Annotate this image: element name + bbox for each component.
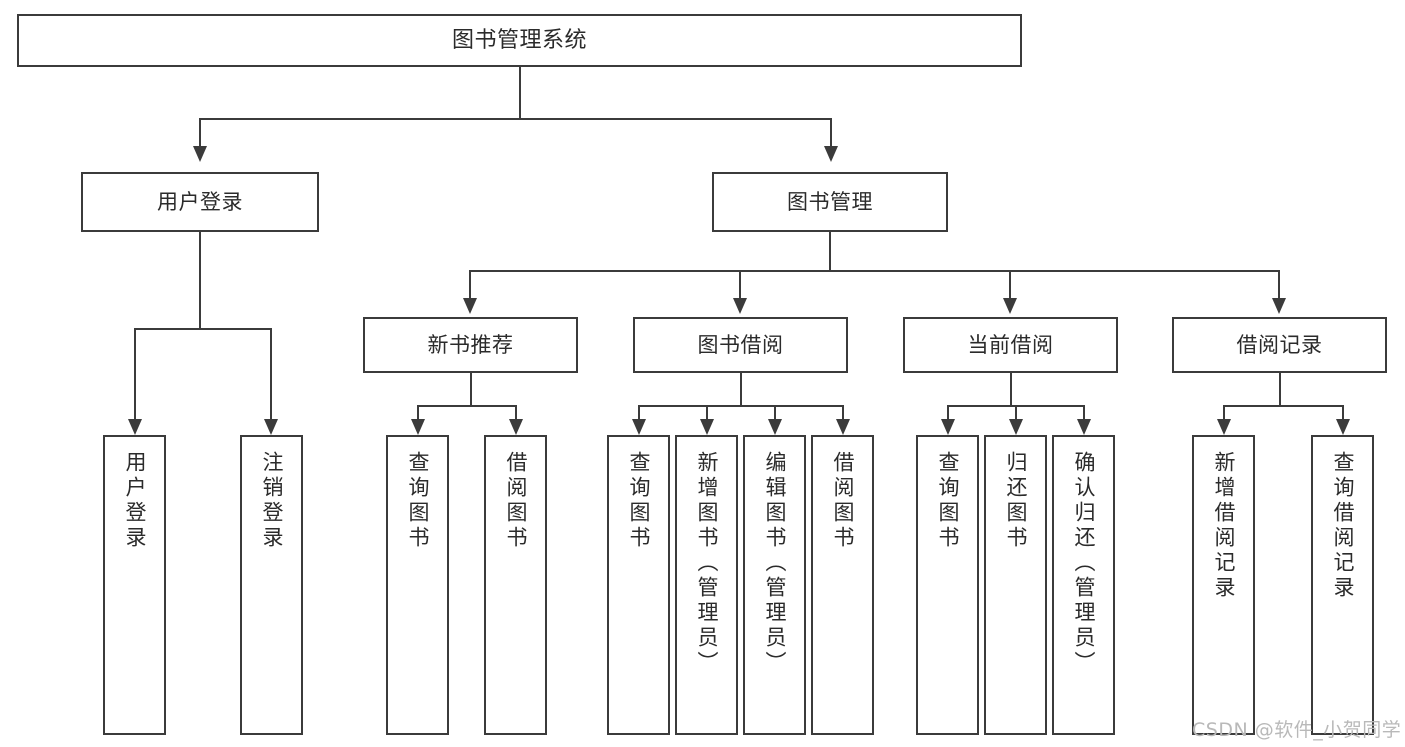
- connector-new-book-recommend-stem: [470, 373, 472, 405]
- node-label: 确认归还（管理员）: [1072, 451, 1096, 676]
- node-label: 查询图书: [406, 451, 430, 551]
- node-leaf-borrow-book-2[interactable]: 借阅图书: [811, 435, 874, 735]
- connector-book-manage-bar: [469, 270, 1279, 272]
- connector-book-manage-to-l3-3: [1009, 270, 1011, 298]
- connector-nbr-to-leaf-2: [515, 405, 517, 419]
- node-leaf-query-book-1[interactable]: 查询图书: [386, 435, 449, 735]
- node-book-manage[interactable]: 图书管理: [712, 172, 948, 232]
- node-leaf-add-record[interactable]: 新增借阅记录: [1192, 435, 1255, 735]
- arrow-bb-to-leaf-2: [700, 419, 714, 435]
- arrow-book-manage-to-l3-2: [733, 298, 747, 314]
- arrow-book-manage-to-l3-3: [1003, 298, 1017, 314]
- connector-book-manage-to-l3-1: [469, 270, 471, 298]
- node-label: 图书借阅: [697, 332, 784, 357]
- node-label: 当前借阅: [967, 332, 1054, 357]
- arrow-user-login-to-leaf-1: [128, 419, 142, 435]
- node-current-borrow[interactable]: 当前借阅: [903, 317, 1118, 373]
- connector-root-to-book-manage: [830, 118, 832, 146]
- node-label: 编辑图书（管理员）: [763, 451, 787, 676]
- arrow-cb-to-leaf-3: [1077, 419, 1091, 435]
- connector-user-login-to-leaf-2: [270, 328, 272, 419]
- connector-cb-to-leaf-2: [1015, 405, 1017, 419]
- node-label: 查询借阅记录: [1331, 451, 1355, 601]
- node-label: 用户登录: [157, 189, 243, 214]
- arrow-root-to-book-manage: [824, 146, 838, 162]
- connector-book-manage-to-l3-4: [1278, 270, 1280, 298]
- arrow-cb-to-leaf-1: [941, 419, 955, 435]
- node-label: 借阅记录: [1236, 332, 1323, 357]
- connector-current-borrow-stem: [1010, 373, 1012, 405]
- connector-root-to-user-login: [199, 118, 201, 146]
- arrow-book-manage-to-l3-4: [1272, 298, 1286, 314]
- connector-borrow-record-stem: [1279, 373, 1281, 405]
- arrow-root-to-user-login: [193, 146, 207, 162]
- connector-book-manage-stem: [829, 232, 831, 270]
- node-leaf-query-book-2[interactable]: 查询图书: [607, 435, 670, 735]
- connector-new-book-recommend-bar: [417, 405, 516, 407]
- connector-bb-to-leaf-2: [706, 405, 708, 419]
- connector-book-borrow-stem: [740, 373, 742, 405]
- node-leaf-return-book[interactable]: 归还图书: [984, 435, 1047, 735]
- node-label: 新书推荐: [427, 332, 514, 357]
- node-label: 借阅图书: [504, 451, 528, 551]
- connector-bb-to-leaf-4: [842, 405, 844, 419]
- connector-bb-to-leaf-1: [638, 405, 640, 419]
- connector-nbr-to-leaf-1: [417, 405, 419, 419]
- node-label: 图书管理: [787, 189, 873, 214]
- arrow-nbr-to-leaf-2: [509, 419, 523, 435]
- node-label: 图书管理系统: [451, 27, 587, 53]
- connector-cb-to-leaf-1: [947, 405, 949, 419]
- arrow-user-login-to-leaf-2: [264, 419, 278, 435]
- node-leaf-borrow-book-1[interactable]: 借阅图书: [484, 435, 547, 735]
- connector-root-bar: [199, 118, 831, 120]
- node-leaf-query-record[interactable]: 查询借阅记录: [1311, 435, 1374, 735]
- connector-user-login-to-leaf-1: [134, 328, 136, 419]
- node-label: 查询图书: [936, 451, 960, 551]
- node-leaf-logout[interactable]: 注销登录: [240, 435, 303, 735]
- arrow-bb-to-leaf-1: [632, 419, 646, 435]
- node-leaf-query-book-3[interactable]: 查询图书: [916, 435, 979, 735]
- node-label: 借阅图书: [831, 451, 855, 551]
- connector-user-login-stem: [199, 232, 201, 328]
- node-leaf-edit-book[interactable]: 编辑图书（管理员）: [743, 435, 806, 735]
- node-leaf-add-book[interactable]: 新增图书（管理员）: [675, 435, 738, 735]
- arrow-cb-to-leaf-2: [1009, 419, 1023, 435]
- watermark-text: CSDN @软件_小贺同学: [1192, 719, 1402, 741]
- connector-br-to-leaf-2: [1342, 405, 1344, 419]
- node-leaf-confirm-return[interactable]: 确认归还（管理员）: [1052, 435, 1115, 735]
- node-label: 归还图书: [1004, 451, 1028, 551]
- node-leaf-user-login[interactable]: 用户登录: [103, 435, 166, 735]
- arrow-br-to-leaf-1: [1217, 419, 1231, 435]
- node-label: 注销登录: [260, 451, 284, 551]
- node-label: 用户登录: [123, 451, 147, 551]
- arrow-bb-to-leaf-4: [836, 419, 850, 435]
- node-new-book-recommend[interactable]: 新书推荐: [363, 317, 578, 373]
- connector-borrow-record-bar: [1223, 405, 1343, 407]
- arrow-book-manage-to-l3-1: [463, 298, 477, 314]
- connector-book-borrow-bar: [638, 405, 843, 407]
- node-book-borrow[interactable]: 图书借阅: [633, 317, 848, 373]
- connector-book-manage-to-l3-2: [739, 270, 741, 298]
- arrow-nbr-to-leaf-1: [411, 419, 425, 435]
- node-root-book-management-system[interactable]: 图书管理系统: [17, 14, 1022, 67]
- arrow-bb-to-leaf-3: [768, 419, 782, 435]
- connector-br-to-leaf-1: [1223, 405, 1225, 419]
- node-label: 新增图书（管理员）: [695, 451, 719, 676]
- node-user-login[interactable]: 用户登录: [81, 172, 319, 232]
- connector-bb-to-leaf-3: [774, 405, 776, 419]
- connector-root-stem: [519, 67, 521, 118]
- connector-cb-to-leaf-3: [1083, 405, 1085, 419]
- node-borrow-record[interactable]: 借阅记录: [1172, 317, 1387, 373]
- node-label: 查询图书: [627, 451, 651, 551]
- arrow-br-to-leaf-2: [1336, 419, 1350, 435]
- node-label: 新增借阅记录: [1212, 451, 1236, 601]
- connector-user-login-bar: [134, 328, 271, 330]
